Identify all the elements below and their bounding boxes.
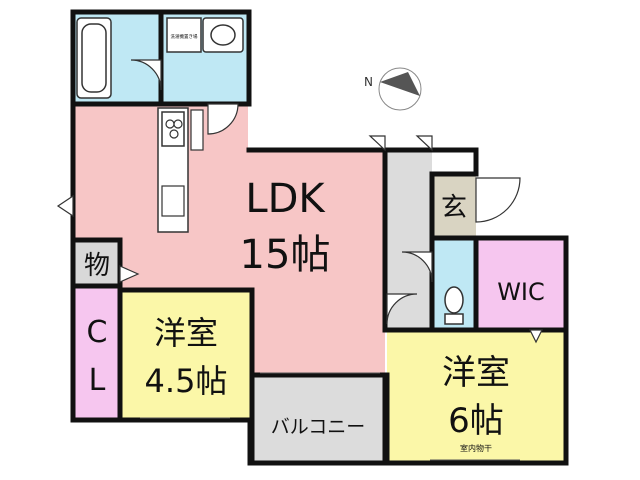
ldk-label: LDK [245, 176, 326, 222]
indoor-drying-label: 室内物干 [460, 443, 492, 453]
balcony-label: バルコニー [271, 416, 366, 438]
wic-label: WIC [497, 278, 545, 306]
toilet-door [401, 251, 433, 283]
stove-icon [165, 119, 183, 139]
kitchen-door [207, 103, 239, 135]
closet-fill [73, 286, 118, 418]
compass-needle-icon [380, 72, 420, 96]
entry-door [475, 177, 521, 223]
closet-letter-top: C [87, 315, 108, 350]
doors [56, 59, 543, 344]
washer-space: 洗濯機置き場 [166, 17, 202, 53]
windows [140, 372, 520, 461]
yoshitsu-large-fill [387, 330, 566, 463]
yoshitsu-small-fill [120, 290, 252, 418]
room6-door [386, 293, 418, 325]
wic-fill [476, 240, 566, 328]
compass: N [364, 67, 422, 111]
mono-fill [73, 240, 120, 284]
refrigerator-space [190, 109, 204, 151]
sink-icon [202, 17, 244, 53]
hall-door-1 [368, 135, 386, 152]
room-large-size: 6帖 [448, 401, 504, 441]
walls [70, 9, 569, 466]
north-label: N [364, 75, 373, 89]
genkan-fill [432, 174, 476, 238]
ldk-size: 15帖 [240, 232, 331, 278]
bath-door [130, 59, 162, 91]
genkan-label: 玄 [441, 193, 467, 223]
bathtub-icon [76, 17, 112, 99]
hall-door-2 [415, 135, 433, 152]
kitchen-sink-icon [161, 185, 185, 217]
room-small-size: 4.5帖 [145, 362, 228, 400]
balcony-fill [252, 375, 385, 463]
mono-door [119, 265, 140, 283]
room-large-label: 洋室 [442, 353, 510, 393]
wic-door [529, 329, 543, 344]
ldk-side-door [56, 194, 74, 218]
room-small-label: 洋室 [154, 314, 218, 352]
toilet-icon [444, 286, 464, 325]
closet-letter-bottom: L [89, 363, 106, 398]
ldk-fill [73, 104, 385, 373]
washer-label: 洗濯機置き場 [171, 33, 198, 40]
mono-label: 物 [84, 251, 110, 281]
